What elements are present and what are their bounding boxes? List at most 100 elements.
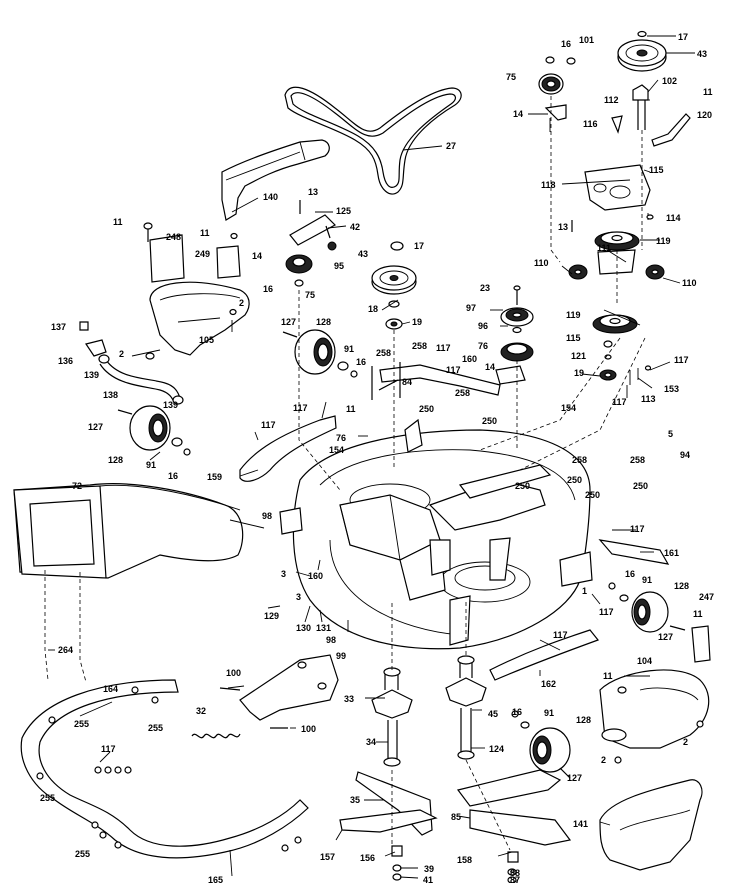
wheels <box>117 329 686 779</box>
callout-117: 117 <box>101 744 116 754</box>
callout-94: 94 <box>680 450 690 460</box>
callout-250: 250 <box>515 481 530 491</box>
callout-125: 125 <box>336 206 351 216</box>
callout-16: 16 <box>561 39 571 49</box>
callout-110: 110 <box>682 278 697 288</box>
callout-160: 160 <box>462 354 477 364</box>
callout-116: 116 <box>583 119 598 129</box>
callout-11: 11 <box>693 609 703 619</box>
callout-250: 250 <box>585 490 600 500</box>
callout-119: 119 <box>566 310 581 320</box>
callout-105: 105 <box>199 335 214 345</box>
callout-2: 2 <box>119 349 124 359</box>
callout-158: 158 <box>457 855 472 865</box>
callout-117: 117 <box>446 365 461 375</box>
callout-255: 255 <box>148 723 163 733</box>
callout-117: 117 <box>293 403 308 413</box>
callout-16: 16 <box>512 707 522 717</box>
callout-76: 76 <box>478 341 488 351</box>
callout-88: 88 <box>510 868 520 878</box>
callout-91: 91 <box>146 460 156 470</box>
callout-112: 112 <box>604 95 619 105</box>
spindles <box>371 655 487 767</box>
callout-128: 128 <box>576 715 591 725</box>
callout-128: 128 <box>674 581 689 591</box>
callout-75: 75 <box>305 290 315 300</box>
callout-19: 19 <box>412 317 422 327</box>
callout-91: 91 <box>642 575 652 585</box>
callout-130: 130 <box>296 623 311 633</box>
discharge-chute-72 <box>13 483 244 579</box>
callout-2: 2 <box>601 755 606 765</box>
callout-258: 258 <box>572 455 587 465</box>
callout-99: 99 <box>336 651 346 661</box>
callout-258: 258 <box>455 388 470 398</box>
callout-118: 118 <box>541 180 556 190</box>
callout-117: 117 <box>612 397 627 407</box>
callout-247: 247 <box>699 592 714 602</box>
callout-11: 11 <box>113 217 123 227</box>
callout-159: 159 <box>207 472 222 482</box>
callout-124: 124 <box>489 744 504 754</box>
callout-76: 76 <box>336 433 346 443</box>
callout-13: 13 <box>308 187 318 197</box>
callout-117: 117 <box>674 355 689 365</box>
callout-95: 95 <box>334 261 344 271</box>
callout-13: 13 <box>558 222 568 232</box>
top-right-assembly <box>538 30 691 385</box>
callout-120: 120 <box>697 110 712 120</box>
callout-75: 75 <box>506 72 516 82</box>
callout-258: 258 <box>376 348 391 358</box>
callout-250: 250 <box>419 404 434 414</box>
callout-153: 153 <box>664 384 679 394</box>
bumper-164-165 <box>20 679 309 859</box>
callout-131: 131 <box>316 623 331 633</box>
callout-114: 114 <box>666 213 681 223</box>
callout-14: 14 <box>513 109 523 119</box>
baffles <box>239 362 670 681</box>
callout-127: 127 <box>281 317 296 327</box>
callout-129: 129 <box>264 611 279 621</box>
callout-111: 111 <box>597 243 611 253</box>
callout-85: 85 <box>451 812 461 822</box>
callout-2: 2 <box>239 298 244 308</box>
callout-248: 248 <box>166 232 181 242</box>
callout-16: 16 <box>356 357 366 367</box>
callout-98: 98 <box>262 511 272 521</box>
callout-91: 91 <box>544 708 554 718</box>
callout-5: 5 <box>668 429 673 439</box>
callout-117: 117 <box>630 524 645 534</box>
assembly-lines <box>44 96 646 851</box>
callout-91: 91 <box>344 344 354 354</box>
right-shield-104 <box>599 625 711 764</box>
callout-72: 72 <box>72 481 82 491</box>
callout-161: 161 <box>664 548 679 558</box>
callout-11: 11 <box>703 87 713 97</box>
callout-43: 43 <box>697 49 707 59</box>
callout-16: 16 <box>168 471 178 481</box>
belt-cover-140 <box>221 139 330 221</box>
callout-100: 100 <box>301 724 316 734</box>
callout-128: 128 <box>316 317 331 327</box>
callout-96: 96 <box>478 321 488 331</box>
callout-17: 17 <box>678 32 688 42</box>
callout-110: 110 <box>534 258 549 268</box>
callout-23: 23 <box>480 283 490 293</box>
callout-104: 104 <box>637 656 652 666</box>
callout-113: 113 <box>641 394 656 404</box>
callout-139: 139 <box>84 370 99 380</box>
callout-138: 138 <box>103 390 118 400</box>
callout-127: 127 <box>567 773 582 783</box>
callout-101: 101 <box>579 35 594 45</box>
callout-19: 19 <box>574 368 584 378</box>
callout-117: 117 <box>599 607 614 617</box>
callout-140: 140 <box>263 192 278 202</box>
callout-255: 255 <box>40 793 55 803</box>
callout-41: 41 <box>423 875 433 883</box>
callout-45: 45 <box>488 709 498 719</box>
callout-119: 119 <box>656 236 671 246</box>
callout-3: 3 <box>281 569 286 579</box>
callout-100: 100 <box>226 668 241 678</box>
callout-264: 264 <box>58 645 73 655</box>
